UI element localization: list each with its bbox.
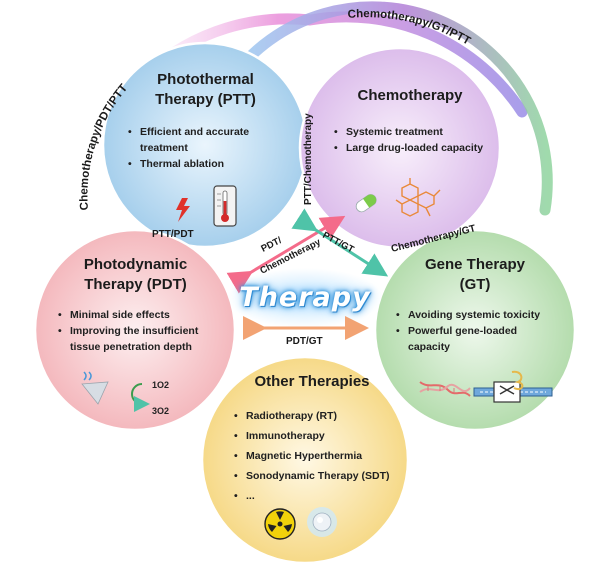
other-therapy-list: Radiotherapy (RT) Immunotherapy Magnetic… [232,406,402,506]
pdt-title-1: Photodynamic [83,256,188,273]
other-therapy-item: ... [232,486,402,506]
ptt-feature-cont: treatment [140,142,188,154]
drug-molecule-icon [395,178,441,217]
label-pdt-chemo-1: PDT/ [259,235,284,255]
gene-editing-icon [473,370,553,403]
thermometer-icon [213,185,237,227]
chemo-title: Chemotherapy [357,87,463,104]
label-ptt-pdt: PTT/PDT [152,229,194,240]
chemo-feature: Large drug-loaded capacity [332,140,500,156]
ptt-title-2: Therapy (PTT) [155,91,256,108]
pdt-feature-cont: tissue penetration depth [70,341,192,353]
pill-capsule-icon [355,194,377,213]
ring-chemo-pdt-ptt [72,11,528,238]
chemo-feature: Systemic treatment [332,124,500,140]
panel-chemotherapy: Chemotherapy Systemic treatment Large dr… [320,86,500,156]
lightning-icon [176,198,190,222]
other-therapy-item: Radiotherapy (RT) [232,406,402,426]
other-title: Other Therapies [254,373,370,390]
panel-ptt: Photothermal Therapy (PTT) Efficient and… [118,70,293,172]
center-therapy-word: Therapy [239,282,371,313]
label-pdt-gt: PDT/GT [286,336,323,347]
oxygen-cycle-icon: 1O2 3O2 [131,380,169,416]
label-ptt-chemo: PTT/Chemotherapy [303,113,314,205]
light-cone-icon [81,371,109,405]
other-therapy-item: Sonodynamic Therapy (SDT) [232,466,402,486]
radiation-icon [264,508,296,540]
ptt-features: Efficient and accurate treatment Thermal… [126,124,293,172]
ptt-feature: Efficient and accurate [126,124,293,140]
other-therapy-item: Magnetic Hyperthermia [232,446,402,466]
gt-feature: Avoiding systemic toxicity [394,307,570,323]
gt-features: Avoiding systemic toxicity Powerful gene… [394,307,570,355]
gt-feature-cont: capacity [408,341,451,353]
pdt-title-2: Therapy (PDT) [84,276,187,293]
other-therapy-item: Immunotherapy [232,426,402,446]
pdt-feature: Improving the insufficient [56,323,223,339]
arrow-ptt-gt [291,208,389,277]
panel-other-therapies: Other Therapies Radiotherapy (RT) Immuno… [222,372,402,506]
nanoparticle-icon [307,507,337,537]
panel-gene-therapy: Gene Therapy (GT) Avoiding systemic toxi… [380,255,570,355]
pdt-features: Minimal side effects Improving the insuf… [56,307,223,355]
gt-title-2: (GT) [459,276,491,293]
dna-helix-icon [419,381,471,397]
gt-feature: Powerful gene-loaded [394,323,570,339]
ptt-title-1: Photothermal [157,71,254,88]
ptt-feature: Thermal ablation [126,156,293,172]
svg-text:1O2: 1O2 [152,380,169,390]
gt-title-1: Gene Therapy [424,256,526,273]
chemo-features: Systemic treatment Large drug-loaded cap… [332,124,500,156]
pdt-feature: Minimal side effects [56,307,223,323]
svg-text:3O2: 3O2 [152,406,169,416]
ring-chemo-gt-ptt [224,1,553,216]
panel-pdt: Photodynamic Therapy (PDT) Minimal side … [48,255,223,355]
